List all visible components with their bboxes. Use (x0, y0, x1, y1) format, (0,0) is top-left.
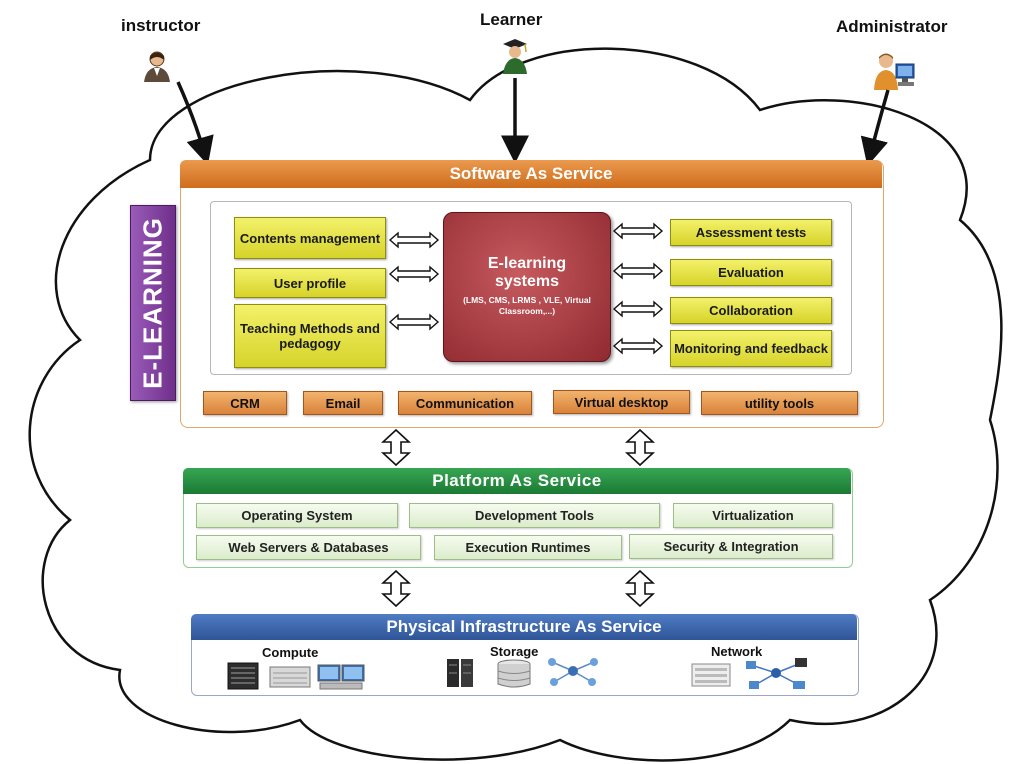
module-user-profile: User profile (234, 268, 386, 298)
vertical-double-arrow-icon (624, 569, 656, 608)
iaas-network-label: Network (711, 644, 763, 659)
instructor-label: instructor (121, 16, 201, 35)
module-collaboration: Collaboration (670, 297, 832, 324)
double-arrow-icon (388, 231, 440, 249)
double-arrow-icon (388, 265, 440, 283)
paas-title: Platform As Service (432, 471, 602, 490)
module-contents-management: Contents management (234, 217, 386, 259)
database-icon (497, 659, 531, 688)
iaas-storage-label: Storage (490, 644, 539, 659)
e-learning-side-panel: E-LEARNING (130, 205, 176, 401)
server-tower-icon (227, 662, 259, 690)
rack-server-icon (269, 666, 311, 688)
administrator-label: Administrator (836, 17, 948, 36)
double-arrow-icon (612, 337, 664, 355)
paas-operating-system: Operating System (196, 503, 398, 528)
storage-rack-icon (447, 659, 473, 687)
network-device-icon (691, 663, 731, 687)
vertical-double-arrow-icon (380, 569, 412, 608)
vertical-double-arrow-icon (624, 428, 656, 467)
paas-security-integration: Security & Integration (629, 534, 833, 559)
module-evaluation: Evaluation (670, 259, 832, 286)
instructor-arrow (176, 81, 214, 166)
double-arrow-icon (612, 300, 664, 318)
e-learning-systems-subtitle: (LMS, CMS, LRMS , VLE, Virtual Classroom… (463, 295, 591, 316)
learner-avatar-icon (503, 39, 527, 74)
paas-development-tools: Development Tools (409, 503, 660, 528)
double-arrow-icon (388, 313, 440, 331)
network-topology-icon (746, 658, 807, 689)
tool-email: Email (303, 391, 383, 415)
paas-title-band: Platform As Service (183, 468, 851, 494)
vertical-double-arrow-icon (380, 428, 412, 467)
administrator-avatar-icon (874, 53, 915, 90)
double-arrow-icon (612, 262, 664, 280)
learner-label: Learner (480, 10, 543, 29)
module-teaching-methods: Teaching Methods and pedagogy (234, 304, 386, 368)
iaas-compute-label: Compute (262, 645, 319, 660)
e-learning-systems-title: E-learning systems (487, 255, 567, 290)
double-arrow-icon (612, 222, 664, 240)
tool-communication: Communication (398, 391, 532, 415)
iaas-title-band: Physical Infrastructure As Service (191, 614, 857, 640)
desktop-computer-icon (317, 664, 365, 690)
module-assessment-tests: Assessment tests (670, 219, 832, 246)
instructor-avatar-icon (144, 51, 170, 82)
saas-title: Software As Service (449, 164, 613, 183)
tool-crm: CRM (203, 391, 287, 415)
administrator-arrow (860, 89, 890, 167)
module-monitoring-feedback: Monitoring and feedback (670, 330, 832, 367)
paas-virtualization: Virtualization (673, 503, 833, 528)
iaas-title: Physical Infrastructure As Service (386, 617, 662, 636)
saas-title-band: Software As Service (180, 160, 882, 188)
tool-utility-tools: utility tools (701, 391, 858, 415)
paas-web-servers-databases: Web Servers & Databases (196, 535, 421, 560)
tool-virtual-desktop: Virtual desktop (553, 390, 690, 414)
paas-execution-runtimes: Execution Runtimes (434, 535, 622, 560)
e-learning-systems-box: E-learning systems (LMS, CMS, LRMS , VLE… (443, 212, 611, 362)
storage-network-icon (548, 658, 598, 686)
